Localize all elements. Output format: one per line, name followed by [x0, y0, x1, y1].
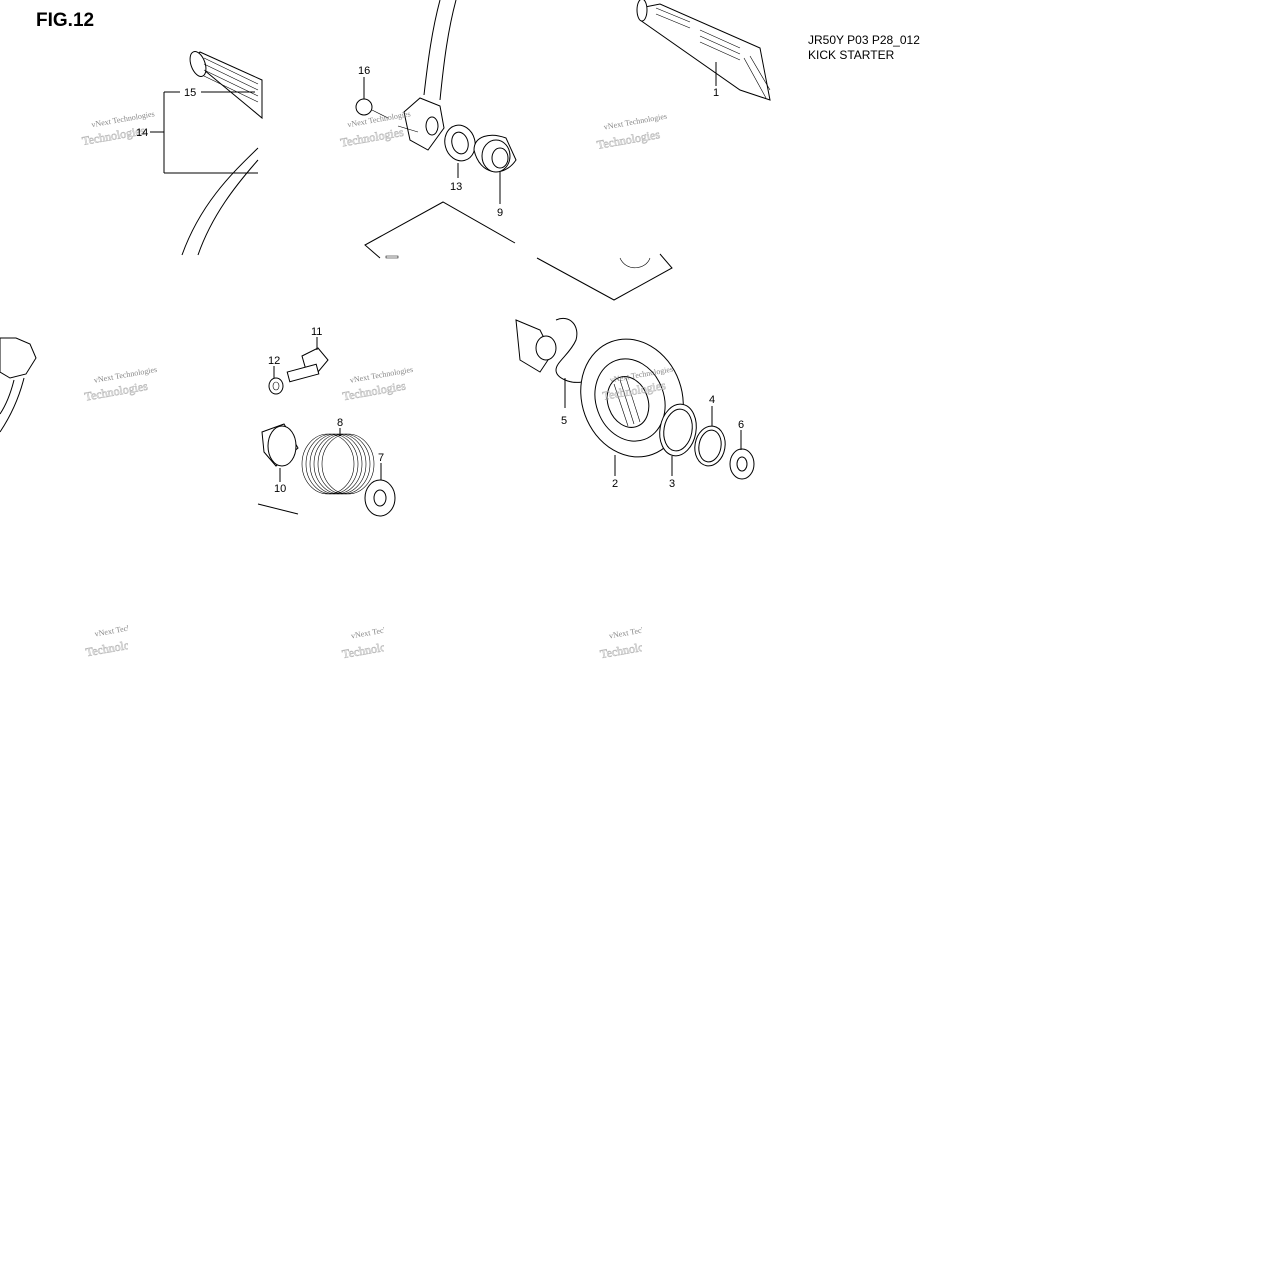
watermark-stamp: vNext Technologies Technologies [341, 365, 414, 404]
callout-4: 4 [709, 394, 715, 406]
kick-starter-shaft-part [636, 0, 771, 101]
kick-shaft-lever-part [397, 0, 457, 151]
shaft-boss-part [473, 134, 517, 204]
thrust-washer-part [659, 403, 697, 476]
washer-12-part [268, 366, 284, 395]
callout-labels: 1 2 3 4 5 6 7 8 9 10 11 12 13 14 15 16 [136, 65, 744, 495]
svg-text:vNext Technologies: vNext Technologies [608, 620, 673, 640]
circlip-part [694, 406, 726, 467]
callout-9: 9 [497, 207, 503, 219]
callout-5: 5 [561, 415, 567, 427]
svg-text:Technologies: Technologies [341, 636, 407, 661]
watermark-stamp: vNext Technologies Technologies [84, 619, 159, 660]
spacer-10-part [261, 423, 299, 482]
gear-cover-outline [364, 201, 673, 301]
callout-11: 11 [311, 326, 322, 338]
svg-text:Technologies: Technologies [83, 379, 149, 404]
watermark-stamp: vNext Technologies Technologies [341, 620, 415, 661]
lever-ball-part [355, 77, 389, 119]
callout-13: 13 [450, 181, 462, 193]
watermark-stamp: vNext Technologies Technologies [595, 112, 667, 153]
callout-bracket-14 [150, 91, 258, 174]
svg-text:vNext Technologies: vNext Technologies [94, 619, 159, 639]
svg-text:Technologies: Technologies [85, 634, 151, 659]
svg-text:Technologies: Technologies [599, 636, 665, 661]
kick-gear-part [580, 338, 684, 476]
left-edge-part [0, 337, 37, 433]
bottom-stub-line [257, 503, 299, 515]
callout-3: 3 [669, 478, 675, 490]
return-spring-part [301, 428, 375, 495]
callout-7: 7 [378, 452, 384, 464]
svg-text:vNext Technologies: vNext Technologies [350, 620, 415, 640]
watermark-stamp: vNext Technologies Technologies [339, 109, 411, 150]
callout-15: 15 [184, 87, 196, 99]
spring-clip-part [555, 318, 583, 408]
callout-6: 6 [738, 419, 744, 431]
watermark-stamp: vNext Technologies Technologies [599, 620, 673, 661]
bolt-part [286, 337, 329, 383]
kick-lever-part [181, 51, 263, 256]
callout-8: 8 [337, 417, 343, 429]
diagram-subtitle: KICK STARTER [808, 48, 895, 60]
washer-6-part [729, 430, 755, 480]
callout-14: 14 [136, 127, 148, 139]
callout-10: 10 [274, 483, 286, 495]
callout-16: 16 [358, 65, 370, 77]
callout-2: 2 [612, 478, 618, 490]
callout-1: 1 [713, 87, 719, 99]
drive-gear-assy-part [515, 319, 557, 373]
figure-title: FIG.12 [36, 10, 95, 31]
callout-12: 12 [268, 355, 280, 367]
diagram-code: JR50Y P03 P28_012 [808, 33, 920, 47]
oil-seal-part [444, 124, 476, 178]
watermark-stamp: vNext Technologies Technologies [83, 365, 158, 404]
washer-7-part [364, 463, 396, 517]
